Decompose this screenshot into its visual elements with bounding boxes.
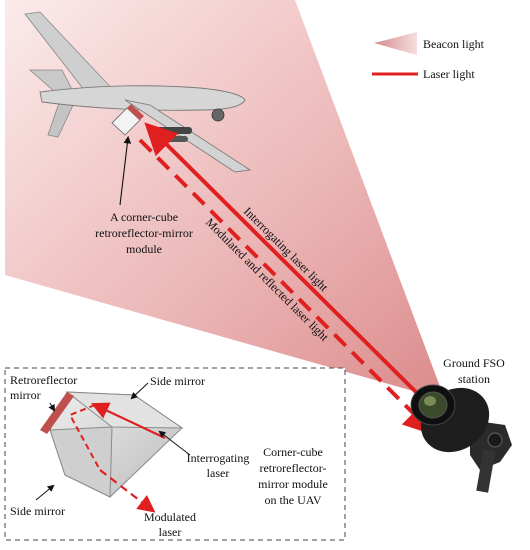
module-label-line1: A corner-cube xyxy=(110,210,178,224)
beacon-legend-swatch xyxy=(374,32,417,55)
ground-station-label-line2: station xyxy=(458,372,490,386)
corner-cube-label-line3: mirror module xyxy=(258,477,328,491)
interrogating-label-line1: Interrogating xyxy=(187,451,250,465)
uav-drone xyxy=(24,11,252,173)
ground-station-label-line1: Ground FSO xyxy=(443,356,505,370)
reflected-laser-beam xyxy=(138,138,436,436)
modulated-label-line2: laser xyxy=(159,525,182,539)
side-mirror-top-pointer xyxy=(130,382,149,400)
inset-modulated-ray xyxy=(99,469,156,513)
interrogating-laser-beam xyxy=(144,122,434,410)
retroreflector-label-line1: Retroreflector xyxy=(10,373,77,387)
laser-legend-label: Laser light xyxy=(423,67,475,81)
side-mirror-bottom-label: Side mirror xyxy=(10,504,65,518)
module-pointer-line xyxy=(119,135,132,206)
ground-fso-station xyxy=(410,384,512,493)
side-mirror-bottom-pointer xyxy=(35,484,55,501)
retroreflector-label-line2: mirror xyxy=(10,388,41,402)
interrogating-label-line2: laser xyxy=(207,466,230,480)
corner-cube-label-line4: on the UAV xyxy=(264,493,321,507)
beacon-legend-label: Beacon light xyxy=(423,37,485,51)
corner-cube-label-line1: Corner-cube xyxy=(263,445,323,459)
corner-cube-label-line2: retroreflector- xyxy=(259,461,326,475)
modulated-label-line1: Modulated xyxy=(144,510,196,524)
uav-retroreflector-module xyxy=(111,104,144,136)
side-mirror-top-label: Side mirror xyxy=(150,374,205,388)
retro-pointer xyxy=(48,402,55,412)
module-label-line3: module xyxy=(126,242,162,256)
legend: Beacon light Laser light xyxy=(372,32,485,81)
module-label-line2: retroreflector-mirror xyxy=(95,226,193,240)
inset-interrogating-ray xyxy=(91,402,166,439)
interrogating-pointer xyxy=(158,430,191,456)
inset-retroreflector-edge xyxy=(40,392,74,434)
